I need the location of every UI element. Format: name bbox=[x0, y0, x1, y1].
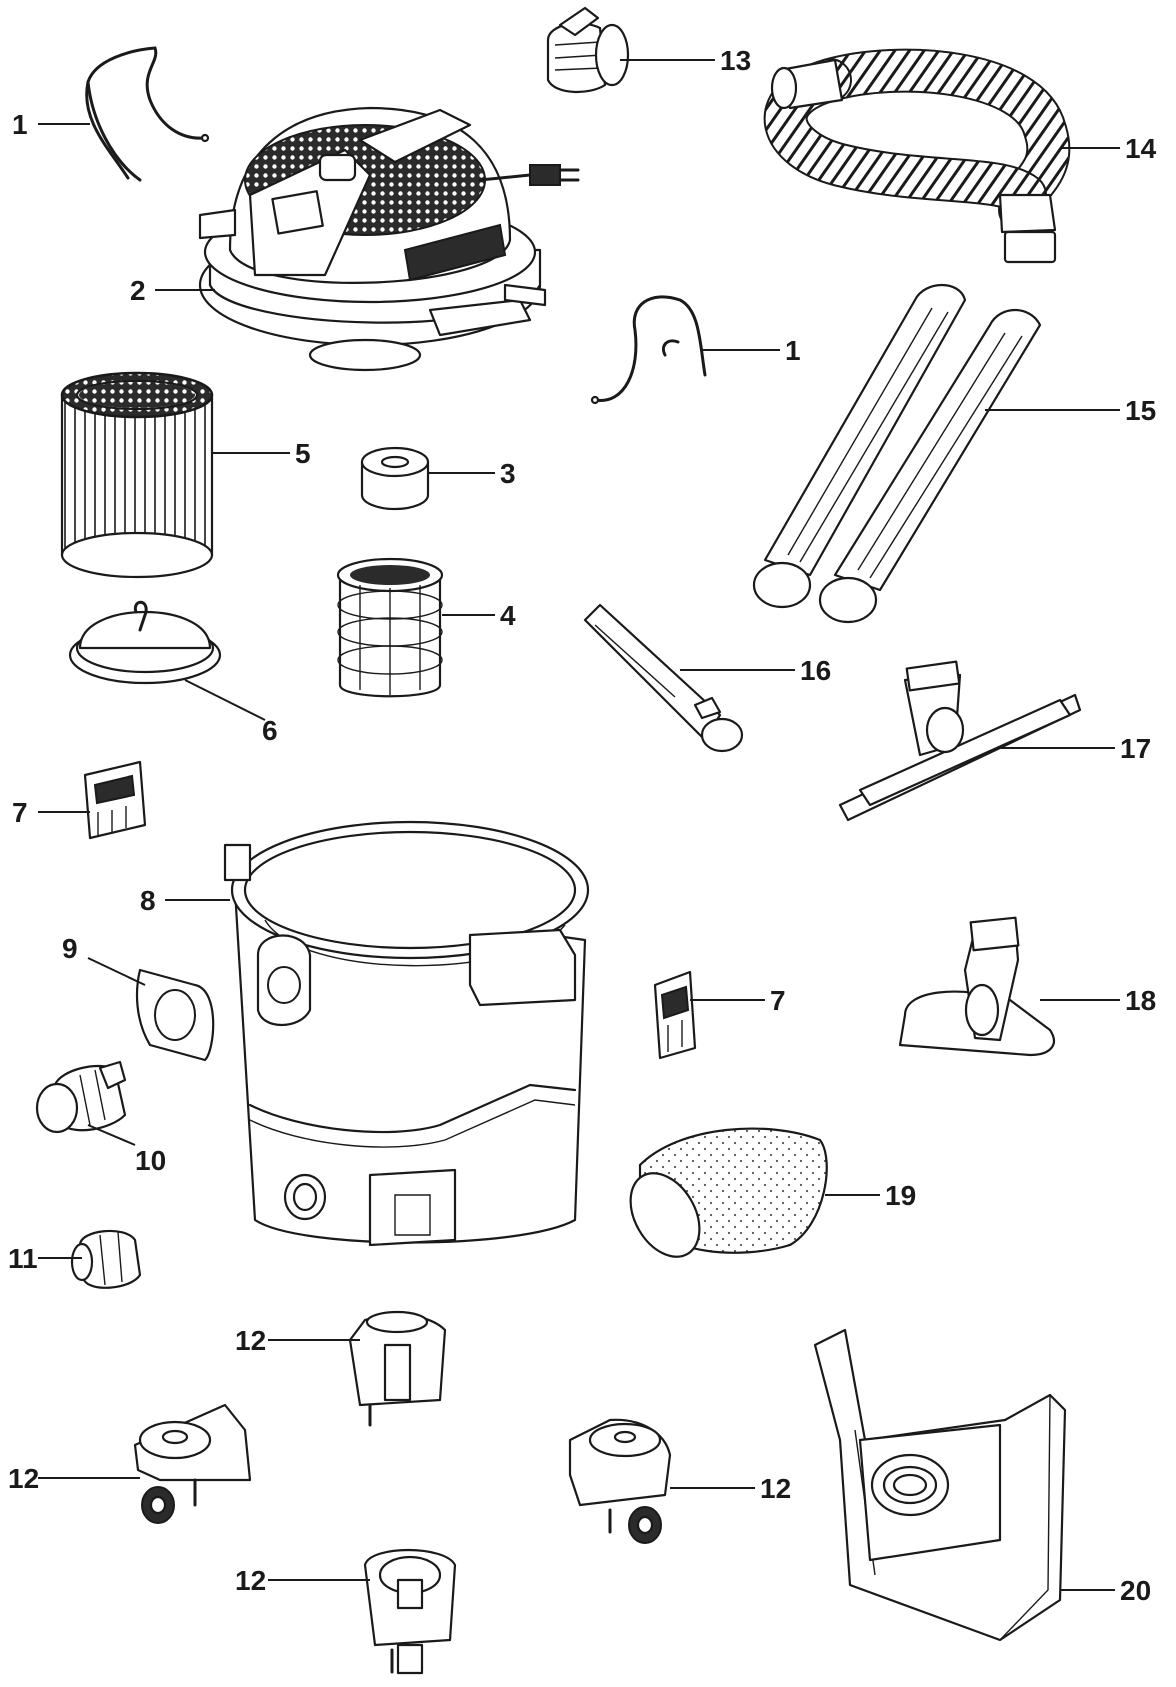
leader-lines bbox=[38, 59, 1120, 1591]
part-2-power-head bbox=[198, 106, 580, 372]
callout-10: 10 bbox=[135, 1145, 166, 1176]
part-19-foam-sleeve bbox=[629, 1127, 828, 1258]
callout-2: 2 bbox=[130, 275, 146, 306]
callout-7b: 7 bbox=[770, 985, 786, 1016]
callout-13: 13 bbox=[720, 45, 751, 76]
callout-3: 3 bbox=[500, 458, 516, 489]
part-6-filter-lid bbox=[68, 600, 222, 685]
part-18-utility-nozzle bbox=[898, 916, 1055, 1057]
part-12-caster-right bbox=[568, 1418, 672, 1544]
part-4-float-cage bbox=[336, 557, 444, 698]
callout-1b: 1 bbox=[785, 335, 801, 366]
part-12-caster-top bbox=[348, 1310, 447, 1427]
callout-12d: 12 bbox=[235, 1565, 266, 1596]
part-16-crevice-tool bbox=[583, 603, 744, 753]
callout-6: 6 bbox=[262, 715, 278, 746]
callout-19: 19 bbox=[885, 1180, 916, 1211]
part-14-hose bbox=[763, 48, 1071, 264]
part-20-dust-bag bbox=[813, 1328, 1067, 1642]
part-8-tank bbox=[223, 820, 590, 1247]
callout-8: 8 bbox=[140, 885, 156, 916]
part-9-inlet-deflector bbox=[135, 968, 215, 1062]
callout-17: 17 bbox=[1120, 733, 1151, 764]
callout-1a: 1 bbox=[12, 109, 28, 140]
callout-numbers: 1 2 13 14 1 15 5 3 4 6 16 17 7 8 9 7 18 … bbox=[8, 45, 1157, 1606]
leader-9 bbox=[87, 957, 146, 986]
callout-15: 15 bbox=[1125, 395, 1156, 426]
part-17-floor-nozzle bbox=[838, 660, 1082, 822]
callout-5: 5 bbox=[295, 438, 311, 469]
part-3-foam-collar bbox=[360, 446, 430, 511]
part-1-handle-wire-right bbox=[590, 295, 707, 405]
part-12-caster-left bbox=[133, 1403, 252, 1524]
callout-12c: 12 bbox=[760, 1473, 791, 1504]
callout-16: 16 bbox=[800, 655, 831, 686]
callout-9: 9 bbox=[62, 933, 78, 964]
callout-20: 20 bbox=[1120, 1575, 1151, 1606]
callout-11: 11 bbox=[8, 1243, 38, 1274]
leader-6 bbox=[184, 679, 266, 721]
leader-10 bbox=[87, 1124, 136, 1146]
callout-7a: 7 bbox=[12, 797, 28, 828]
callout-12a: 12 bbox=[235, 1325, 266, 1356]
part-7-latch-right bbox=[653, 970, 697, 1060]
callout-18: 18 bbox=[1125, 985, 1156, 1016]
part-11-drain-cap bbox=[70, 1229, 142, 1289]
part-12-caster-bottom bbox=[363, 1549, 457, 1675]
callout-14: 14 bbox=[1125, 133, 1157, 164]
part-13-adapter bbox=[546, 6, 630, 94]
part-10-exhaust-cap bbox=[35, 1060, 127, 1134]
callout-4: 4 bbox=[500, 600, 516, 631]
part-1-handle-wire-left bbox=[85, 46, 210, 182]
part-5-cartridge-filter bbox=[60, 371, 214, 579]
part-7-latch-left bbox=[83, 760, 147, 840]
callout-12b: 12 bbox=[8, 1463, 39, 1494]
part-15-extension-wands bbox=[752, 284, 1042, 624]
